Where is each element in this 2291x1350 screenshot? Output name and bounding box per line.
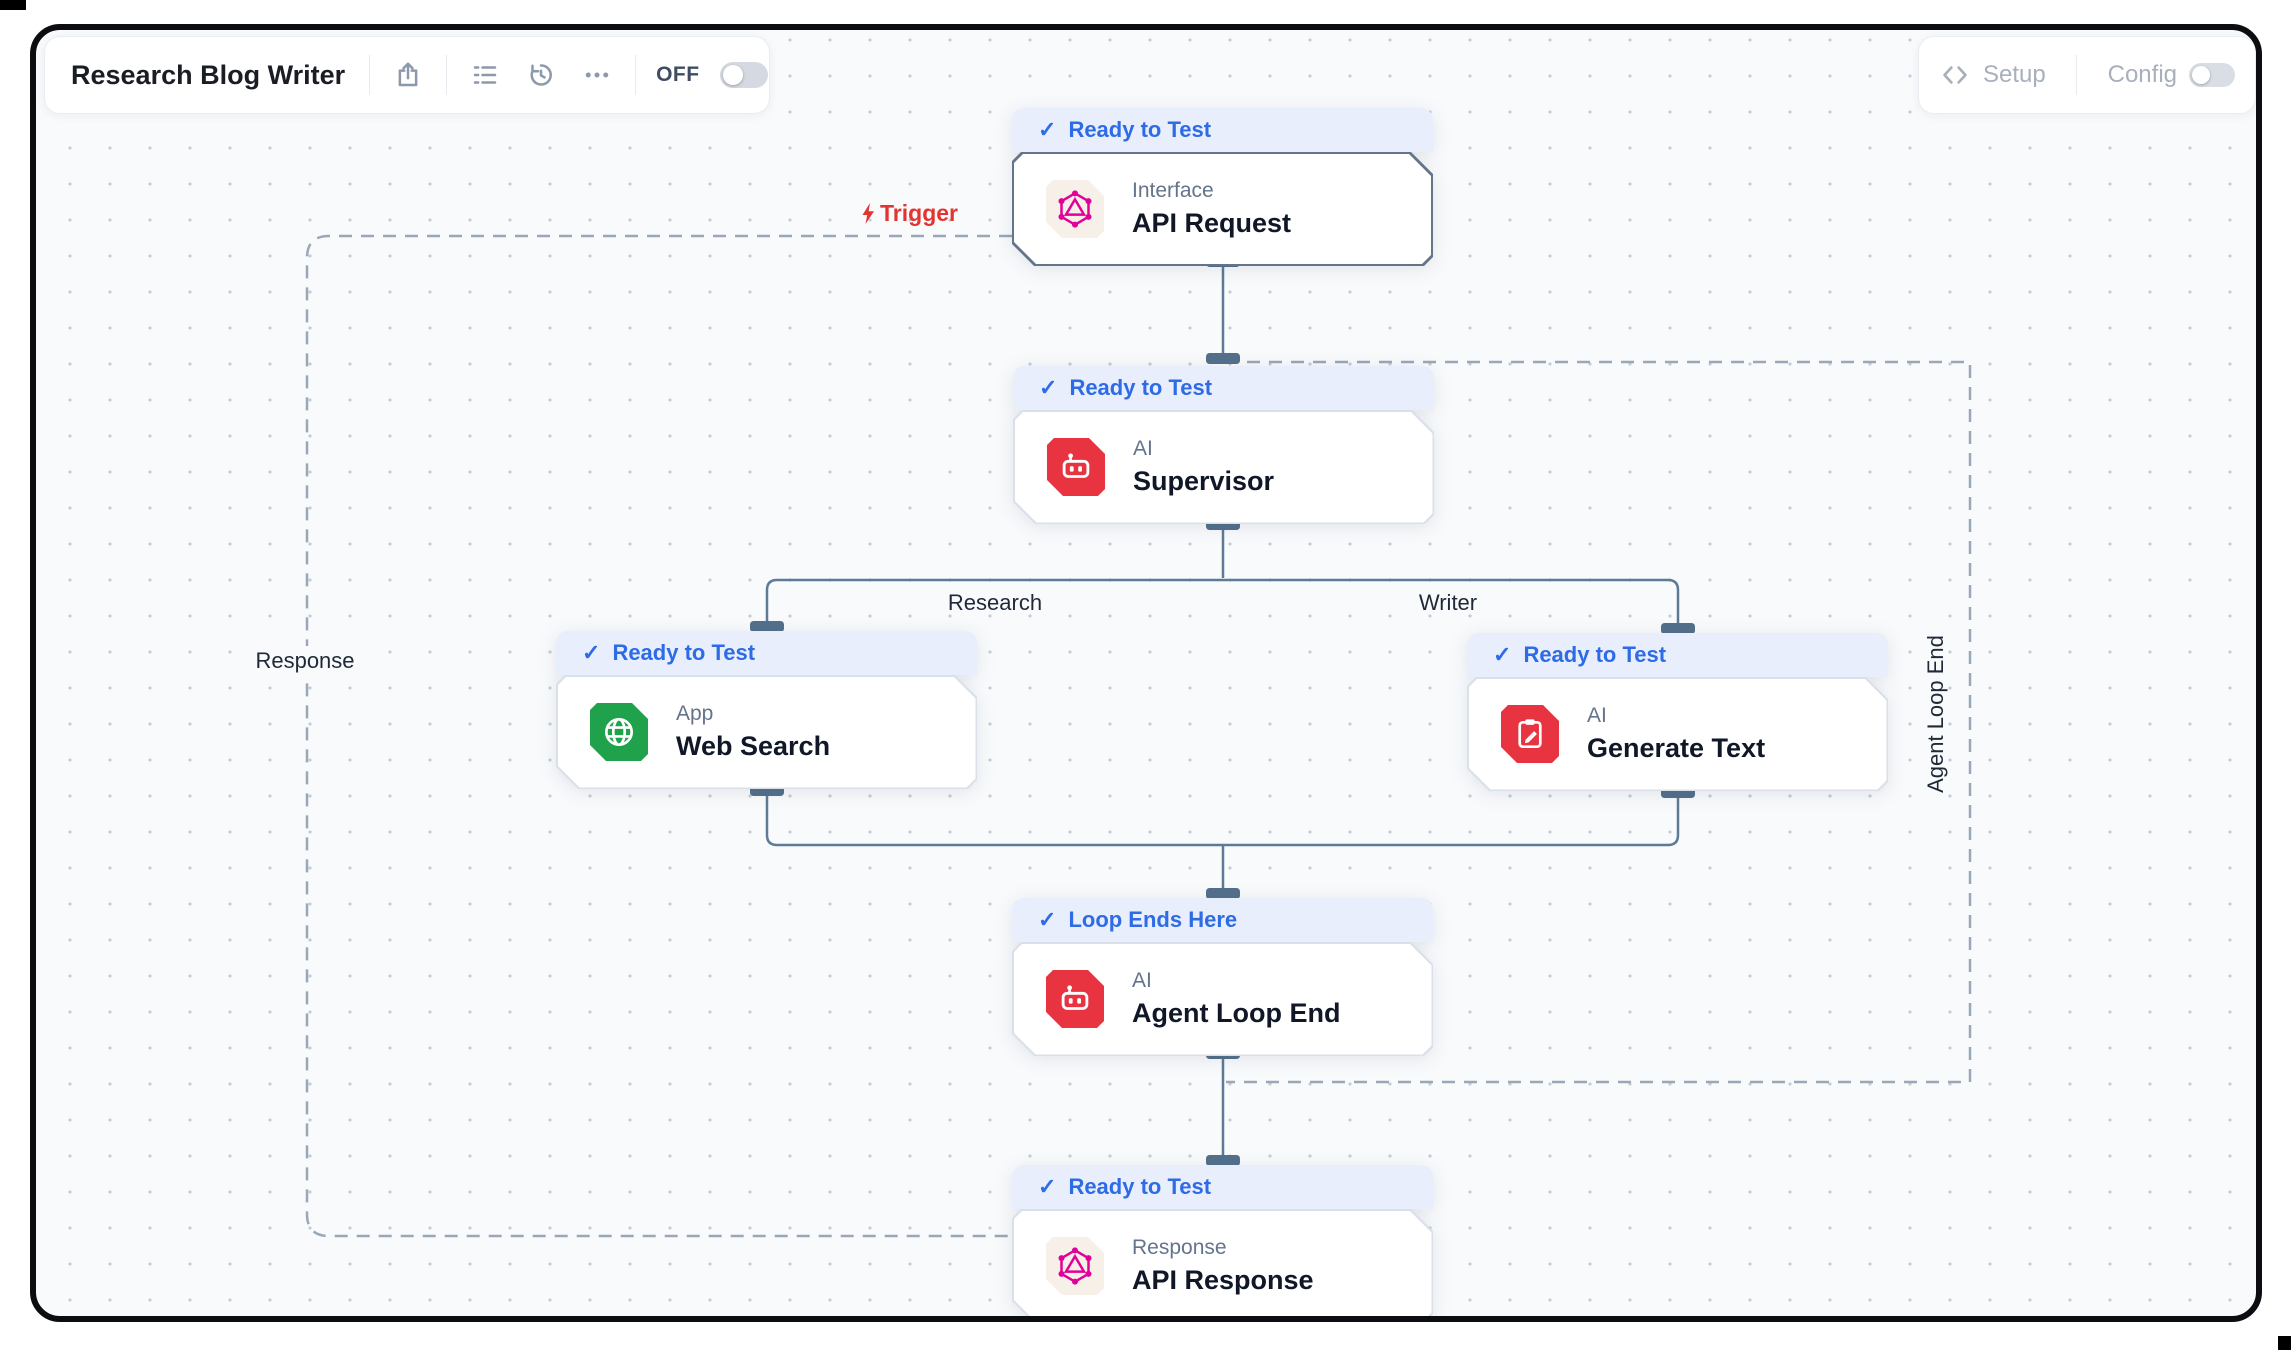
graphql-icon (1046, 180, 1104, 238)
node-generate-text[interactable]: ✓ Ready to Test (1467, 633, 1888, 791)
status-badge: ✓ Ready to Test (556, 631, 977, 675)
check-icon: ✓ (1038, 907, 1057, 932)
node-handle[interactable] (1206, 1155, 1240, 1166)
setup-label: Setup (1983, 61, 2046, 88)
share-button[interactable] (390, 57, 426, 93)
edge-branch-bar (765, 578, 1680, 630)
node-card: Interface API Request (1012, 152, 1433, 266)
node-type: App (676, 702, 714, 725)
robot-icon (1047, 438, 1105, 496)
node-agent-loop-end[interactable]: ✓ Loop Ends Here (1012, 898, 1433, 1056)
globe-icon (590, 703, 648, 761)
node-title: Supervisor (1133, 466, 1275, 496)
status-badge: ✓ Ready to Test (1012, 108, 1433, 152)
workflow-stage: Trigger Research Writer Response Agent L… (36, 30, 2256, 1322)
node-type: AI (1587, 704, 1607, 727)
status-badge-text: Ready to Test (612, 640, 756, 665)
node-type: Interface (1132, 179, 1214, 202)
status-badge: ✓ Ready to Test (1013, 366, 1434, 410)
setup-button[interactable]: Setup (1939, 60, 2046, 90)
toggle-knob (722, 65, 743, 85)
check-icon: ✓ (582, 640, 601, 665)
lightning-icon (862, 202, 875, 224)
node-type: AI (1132, 969, 1152, 992)
status-badge-text: Ready to Test (1069, 375, 1213, 400)
screen-corner-mark (2278, 1336, 2291, 1350)
ellipsis-icon (585, 72, 609, 78)
status-badge-text: Loop Ends Here (1068, 907, 1238, 932)
status-badge: ✓ Ready to Test (1467, 633, 1888, 677)
divider (369, 55, 371, 95)
dashed-list-icon (473, 66, 497, 84)
history-button[interactable] (523, 57, 559, 93)
status-badge: ✓ Loop Ends Here (1012, 898, 1433, 942)
response-dashed-edge (305, 234, 1012, 1238)
node-handle[interactable] (750, 621, 784, 632)
config-toggle-group[interactable]: Config (2108, 61, 2235, 89)
check-icon: ✓ (1039, 375, 1058, 400)
status-badge-text: Ready to Test (1068, 117, 1212, 142)
node-api-response[interactable]: ✓ Ready to Test (1012, 1165, 1433, 1322)
node-title: Agent Loop End (1132, 998, 1341, 1028)
workflow-enable-toggle[interactable] (719, 62, 768, 88)
screen-corner-mark (0, 0, 26, 10)
branch-label-research: Research (947, 590, 1043, 615)
node-handle[interactable] (1661, 623, 1695, 634)
workflow-title[interactable]: Research Blog Writer (71, 59, 346, 90)
node-type: AI (1133, 437, 1153, 460)
check-icon: ✓ (1493, 642, 1512, 667)
clipboard-pencil-icon (1501, 705, 1559, 763)
app-window: Trigger Research Writer Response Agent L… (30, 24, 2262, 1322)
toggle-knob (2192, 66, 2210, 84)
node-type: Response (1132, 1236, 1227, 1259)
config-label: Config (2107, 61, 2177, 88)
loop-region-dashed-border (1226, 360, 1972, 1084)
branch-label-writer: Writer (1418, 590, 1478, 615)
robot-icon (1046, 970, 1104, 1028)
graphql-icon (1046, 1237, 1104, 1295)
node-card: AI Generate Text (1467, 677, 1888, 791)
divider (635, 55, 637, 95)
divider (446, 55, 448, 95)
node-api-request[interactable]: ✓ Ready to Test (1012, 108, 1433, 266)
loop-region-label: Agent Loop End (1923, 635, 1948, 793)
node-card: AI Agent Loop End (1012, 942, 1433, 1056)
upload-icon (398, 62, 418, 87)
node-supervisor[interactable]: ✓ Ready to Test (1013, 366, 1434, 524)
trigger-label-text: Trigger (880, 200, 958, 226)
header-toolbar: Research Blog Writer (44, 36, 770, 114)
status-badge-text: Ready to Test (1523, 642, 1667, 667)
status-badge-text: Ready to Test (1068, 1174, 1212, 1199)
response-edge-label: Response (245, 646, 365, 676)
trigger-label: Trigger (830, 200, 958, 227)
node-title: Generate Text (1587, 733, 1766, 763)
divider (2076, 55, 2078, 95)
workflow-state-label: OFF (656, 63, 700, 86)
node-title: API Response (1132, 1265, 1314, 1295)
node-card: AI Supervisor (1013, 410, 1434, 524)
config-toggle[interactable] (2189, 63, 2235, 87)
more-options-button[interactable] (579, 57, 615, 93)
status-badge: ✓ Ready to Test (1012, 1165, 1433, 1209)
check-icon: ✓ (1038, 1174, 1057, 1199)
node-card: Response API Response (1012, 1209, 1433, 1322)
code-icon (1943, 66, 1967, 84)
header-settings-bar: Setup Config (1918, 36, 2256, 114)
node-title: Web Search (676, 731, 831, 761)
node-handle[interactable] (1206, 353, 1240, 364)
node-card: App Web Search (556, 675, 977, 789)
node-web-search[interactable]: ✓ Ready to Test (556, 631, 977, 789)
node-title: API Request (1132, 208, 1292, 238)
check-icon: ✓ (1038, 117, 1057, 142)
node-handle[interactable] (1206, 888, 1240, 899)
run-log-button[interactable] (467, 57, 503, 93)
edge-merge-bar (765, 791, 1680, 847)
history-icon (530, 64, 553, 86)
